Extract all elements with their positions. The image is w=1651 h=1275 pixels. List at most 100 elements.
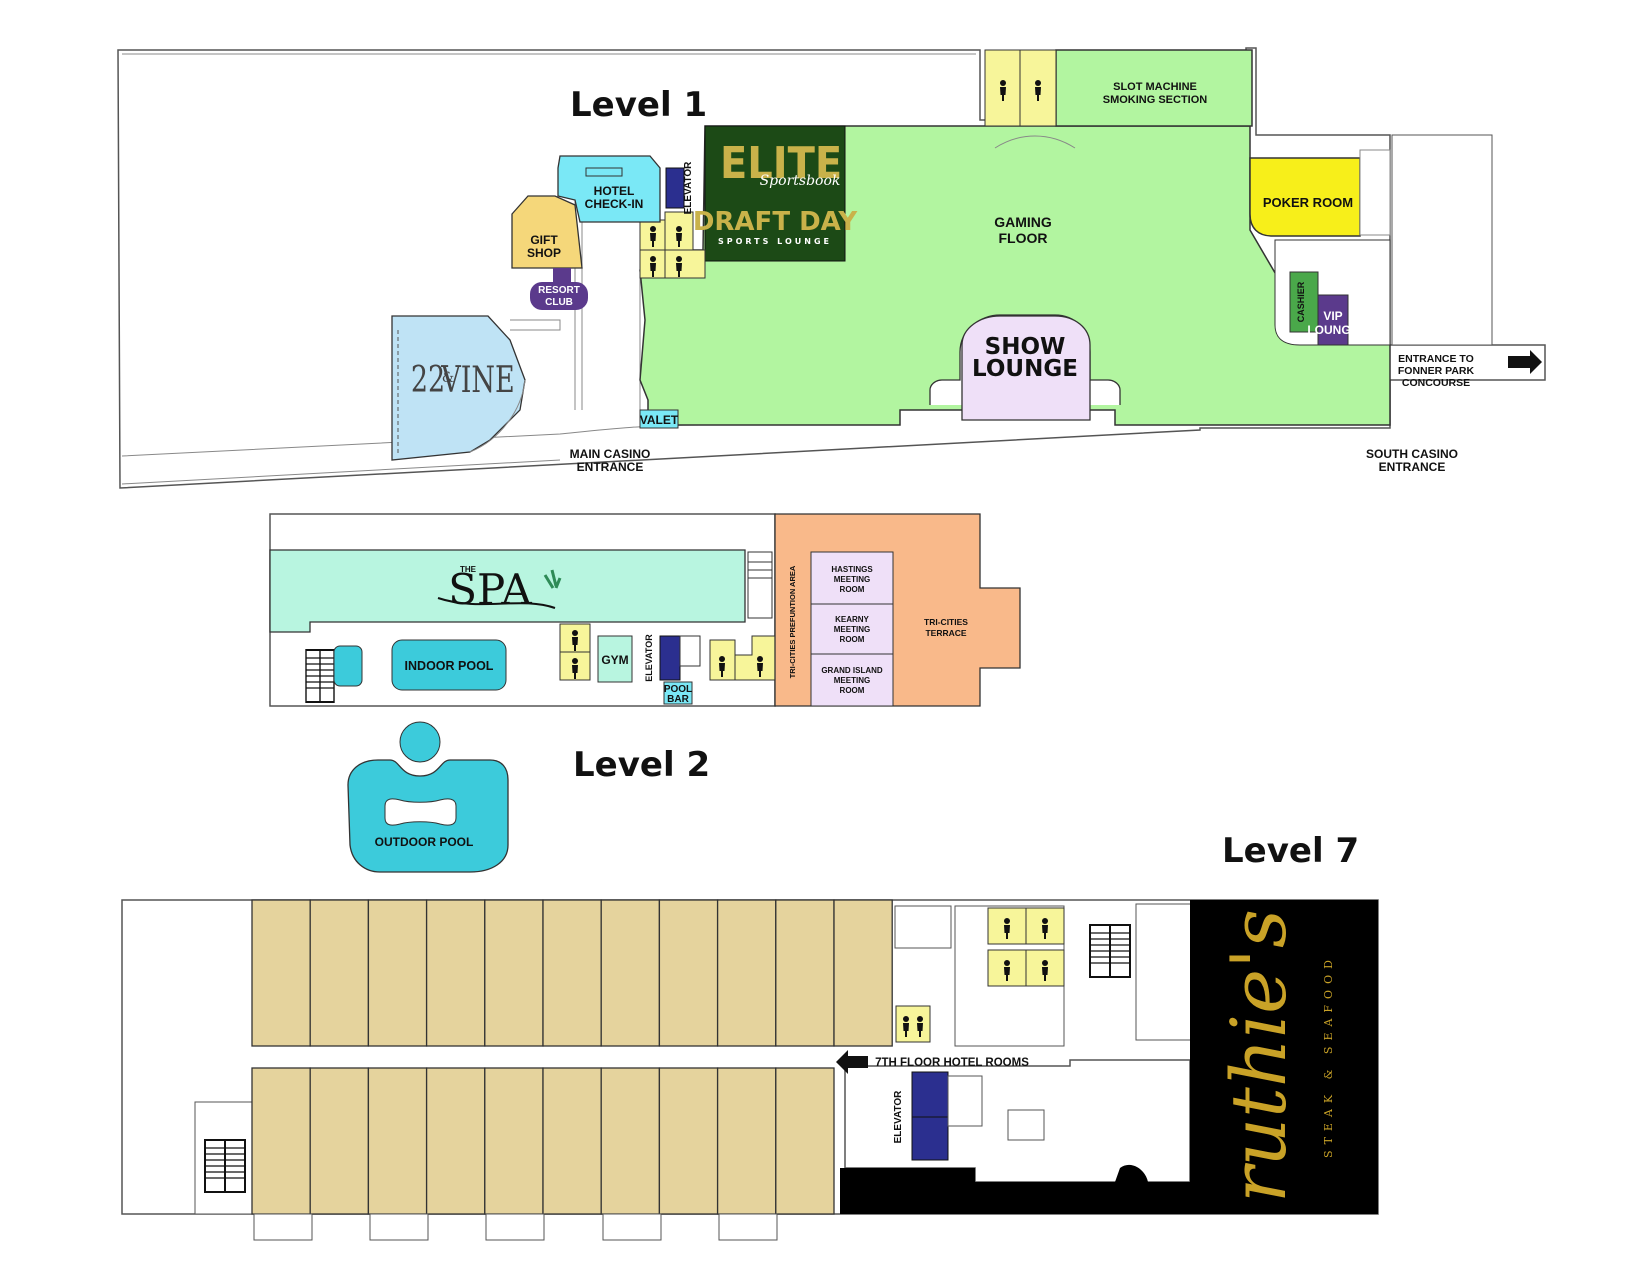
hotel-room [775, 1067, 835, 1215]
show-lounge[interactable] [961, 315, 1091, 421]
hotel-check-in[interactable] [557, 155, 661, 223]
indoor-pool[interactable] [391, 639, 507, 691]
level-2-plan [269, 513, 1021, 873]
pool-bar[interactable] [663, 681, 693, 705]
resort-club[interactable] [530, 282, 588, 310]
gift-shop-label: GIFT [530, 233, 558, 247]
level-7-title: Level 7 [1222, 831, 1359, 871]
cashier[interactable] [1289, 271, 1319, 333]
resort-club-label: RESORT [538, 285, 580, 296]
svg-text:ROOM: ROOM [840, 585, 865, 594]
cashier-label: CASHIER [1296, 281, 1306, 322]
gift-shop[interactable] [511, 195, 583, 269]
svg-text:ENTRANCE: ENTRANCE [577, 460, 644, 474]
hotel-room [716, 1067, 777, 1215]
hotel-room [716, 899, 777, 1047]
kearny-meeting-room[interactable] [810, 603, 894, 655]
hotel-room [425, 899, 486, 1047]
gym-label: GYM [601, 653, 628, 667]
vine-amp-label: & [442, 370, 454, 386]
svg-text:ROOM: ROOM [840, 686, 865, 695]
outdoor-pool-spa [399, 721, 441, 763]
gym[interactable] [597, 635, 633, 683]
ruthies-logo-text: ruthie's [1214, 909, 1303, 1203]
slot-machine-label: SLOT MACHINE [1113, 81, 1197, 93]
hotel-room [600, 1067, 661, 1215]
hastings-label: HASTINGS [831, 565, 873, 574]
sports-lounge-label: SPORTS LOUNGE [718, 237, 832, 246]
sportsbook-label: Sportsbook [760, 173, 841, 189]
vine-label: VINE [440, 358, 514, 401]
kearny-label: KEARNY [835, 615, 869, 624]
hotel-room [367, 1067, 428, 1215]
hotel-rooms-top-row [251, 899, 893, 1047]
hotel-room [251, 1067, 311, 1215]
hotel-room [251, 899, 311, 1047]
poker-room-label: POKER ROOM [1263, 195, 1353, 210]
hotel-room [542, 1067, 602, 1215]
grand-island-meeting-room[interactable] [810, 653, 894, 707]
show-lounge-label: SHOW [985, 334, 1066, 360]
fonner-park-entrance-label: ENTRANCE TO [1398, 353, 1474, 365]
vip-lounge-label: VIP [1323, 309, 1342, 323]
elevator-level1 [665, 167, 685, 209]
spa-swoosh [437, 597, 556, 609]
level-2-title: Level 2 [573, 745, 710, 785]
22-vine-restaurant[interactable] [391, 315, 526, 461]
elite-label: ELITE [720, 137, 842, 188]
stairs-icon [1089, 924, 1131, 978]
spa-label: SPA [448, 565, 532, 614]
hotel-rooms-bottom-row [251, 1067, 835, 1215]
level-1-plan [117, 47, 1546, 489]
hotel-room [833, 899, 893, 1047]
grand-island-label: GRAND ISLAND [821, 666, 883, 675]
south-casino-entrance-label: SOUTH CASINO [1366, 447, 1458, 461]
hotel-room [484, 899, 544, 1047]
svg-text:CONCOURSE: CONCOURSE [1402, 377, 1470, 389]
svg-text:MEETING: MEETING [834, 676, 870, 685]
main-casino-entrance-label: MAIN CASINO [570, 447, 651, 461]
elevator-label: ELEVATOR [683, 161, 694, 215]
tri-cities-terrace-label: TRI-CITIES [924, 617, 968, 627]
hotel-room [542, 899, 602, 1047]
elevator-level7 [911, 1071, 949, 1118]
svg-text:BAR: BAR [667, 694, 689, 705]
hotel-rooms-label: 7TH FLOOR HOTEL ROOMS [875, 1057, 1029, 1069]
prefunction-area-label: TRI-CITIES PREFUNTION AREA [788, 565, 797, 678]
leaf-icon [543, 569, 562, 589]
valet[interactable] [639, 409, 679, 429]
level-7-plan [121, 899, 1379, 1241]
svg-text:SHOP: SHOP [527, 246, 561, 260]
svg-text:SMOKING SECTION: SMOKING SECTION [1103, 94, 1208, 106]
hotel-room [309, 899, 370, 1047]
pool-bar-label: POOL [664, 684, 692, 695]
hastings-meeting-room[interactable] [810, 551, 894, 605]
svg-text:MEETING: MEETING [834, 625, 870, 634]
stairs-icon [204, 1139, 246, 1193]
22-label: 22 [411, 358, 445, 401]
poker-room [1249, 157, 1361, 237]
vip-lounge[interactable] [1317, 294, 1349, 346]
arrow-right-icon [1508, 350, 1542, 374]
outdoor-pool-label: OUTDOOR POOL [375, 835, 474, 849]
spa-the-label: THE [460, 565, 477, 574]
svg-text:CHECK-IN: CHECK-IN [585, 197, 644, 211]
hotel-room [425, 1067, 486, 1215]
hotel-room [309, 1067, 370, 1215]
ruthies-steak-seafood[interactable] [1190, 900, 1378, 1214]
the-spa[interactable] [269, 549, 746, 633]
svg-text:MEETING: MEETING [834, 575, 870, 584]
level-1-title: Level 1 [570, 85, 707, 125]
hotel-room [658, 1067, 719, 1215]
hotel-room [367, 899, 428, 1047]
valet-label: VALET [640, 413, 679, 427]
svg-text:ROOM: ROOM [840, 635, 865, 644]
svg-text:LOUNGE: LOUNGE [1307, 323, 1358, 337]
elite-sportsbook-draft-day[interactable] [704, 125, 846, 262]
svg-text:FONNER PARK: FONNER PARK [1398, 365, 1475, 377]
slot-machine-smoking-section [1055, 49, 1253, 127]
hotel-checkin-label: HOTEL [594, 184, 635, 198]
svg-text:CLUB: CLUB [545, 297, 573, 308]
svg-text:ENTRANCE: ENTRANCE [1379, 460, 1446, 474]
